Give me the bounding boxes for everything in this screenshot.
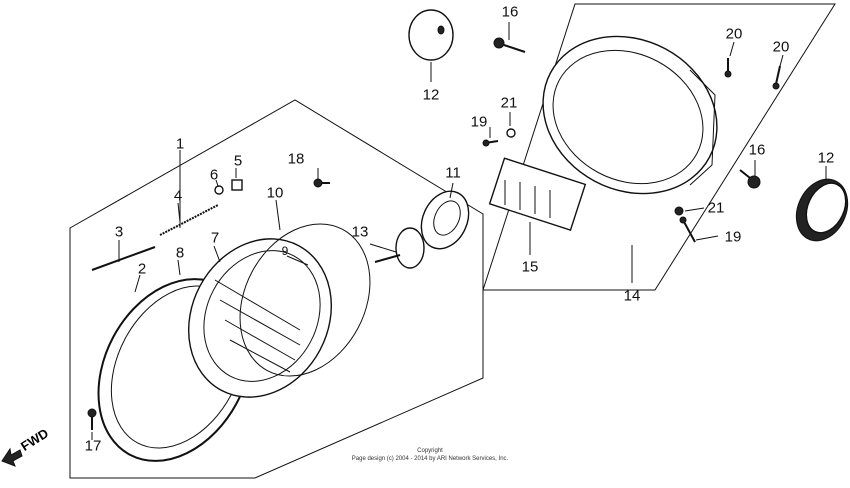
callout-9: 9 — [281, 244, 289, 258]
bolt-18 — [313, 178, 330, 188]
callout-13: 13 — [351, 223, 369, 241]
callout-5: 5 — [233, 152, 243, 170]
callout-12-right: 12 — [817, 149, 835, 167]
callout-4: 4 — [173, 187, 183, 205]
headlight-case — [542, 35, 718, 195]
callout-3: 3 — [114, 223, 124, 241]
bulb-13 — [374, 227, 425, 269]
washer-6 — [214, 185, 224, 195]
callout-15: 15 — [521, 258, 539, 276]
callout-19-right: 19 — [724, 228, 742, 246]
callout-11: 11 — [445, 164, 461, 182]
callout-20-left: 20 — [725, 25, 743, 43]
callout-8: 8 — [175, 244, 185, 262]
callout-12-top: 12 — [422, 86, 440, 104]
callout-21-top: 21 — [500, 94, 518, 112]
cap-12-top — [408, 9, 454, 61]
connector-15 — [488, 157, 587, 231]
screw-3 — [91, 246, 156, 271]
copyright-line-2: Page design (c) 2004 - 2014 by ARI Netwo… — [351, 456, 509, 462]
callout-10: 10 — [266, 184, 284, 202]
callout-18: 18 — [287, 150, 305, 168]
nut-5 — [231, 179, 243, 191]
headlight-assembly-outline — [69, 99, 484, 479]
callout-21-right: 21 — [707, 199, 725, 217]
mounting-ring — [239, 223, 371, 377]
callout-7: 7 — [210, 229, 220, 247]
callout-1: 1 — [175, 135, 185, 153]
cap-12-right — [795, 178, 849, 242]
fwd-arrow-icon — [1, 447, 23, 467]
spring-4 — [159, 204, 219, 236]
bolt-19-top — [482, 139, 499, 147]
callout-6: 6 — [209, 166, 219, 184]
bolt-16-right — [739, 169, 761, 189]
bolt-16-top — [493, 37, 526, 53]
leader-lines — [91, 22, 827, 440]
bolt-19-right — [679, 216, 696, 243]
washer-21-top — [506, 128, 516, 138]
callout-2: 2 — [137, 260, 147, 278]
copyright-line-1: Copyright — [417, 448, 443, 454]
callout-16-top: 16 — [501, 3, 519, 21]
callout-20-right: 20 — [772, 38, 790, 56]
washer-21-right — [674, 206, 684, 216]
bolt-17 — [87, 408, 97, 430]
callout-16-right: 16 — [748, 141, 766, 159]
callout-17: 17 — [84, 437, 102, 455]
socket-11 — [420, 190, 470, 250]
bolt-20-left — [724, 58, 732, 78]
callout-14: 14 — [623, 287, 641, 305]
headlight-unit — [187, 238, 333, 398]
bolt-20-right — [772, 65, 781, 90]
callout-19-top: 19 — [470, 113, 488, 131]
